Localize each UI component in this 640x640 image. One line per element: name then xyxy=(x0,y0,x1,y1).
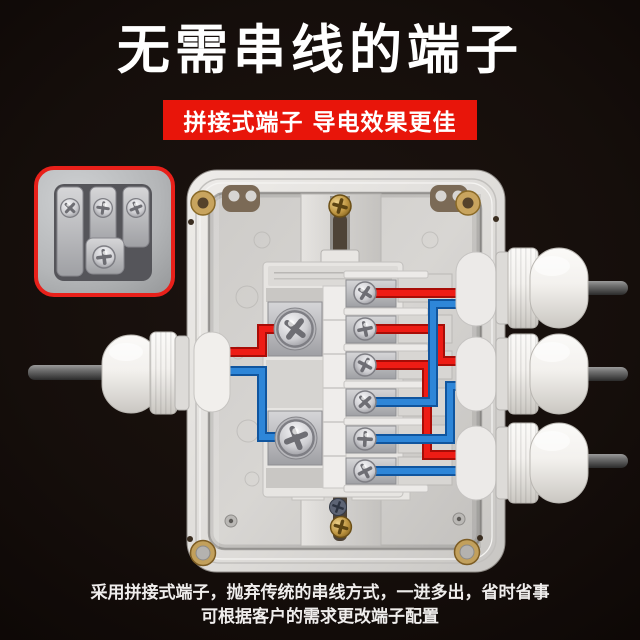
cable-right-3 xyxy=(580,454,628,468)
cable-right-1 xyxy=(580,281,628,295)
corner-screw-top-left xyxy=(188,185,260,225)
cable-gland-right-2 xyxy=(495,333,628,415)
page-title: 无需串线的端子 xyxy=(117,20,523,81)
terminal-screws xyxy=(270,280,382,488)
corner-screw-bottom-left xyxy=(187,536,217,567)
output-screw-3 xyxy=(353,353,377,377)
cable-right-2 xyxy=(580,367,628,381)
caption-line-1: 采用拼接式端子，抛弃传统的串线方式，一进多出，省时省事 xyxy=(90,583,550,603)
caption-line-2: 可根据客户的需求更改端子配置 xyxy=(201,607,439,627)
cable-left xyxy=(28,365,110,380)
subtitle-banner: 拼接式端子 导电效果更佳 xyxy=(163,100,477,140)
caption: 采用拼接式端子，抛弃传统的串线方式，一进多出，省时省事 可根据客户的需求更改端子… xyxy=(0,581,640,629)
rail-screw-bottom xyxy=(329,515,353,539)
corner-screw-top-right xyxy=(430,185,499,222)
cable-gland-right-3 xyxy=(495,422,628,504)
inset-detail-panel xyxy=(34,166,175,297)
cable-gland-left xyxy=(28,331,190,415)
wire-red-out-3 xyxy=(366,362,478,458)
rail-screw-top xyxy=(328,194,352,218)
cable-gland-right-1 xyxy=(495,247,628,329)
inner-gland-seals xyxy=(193,251,497,501)
corner-screw-bottom-right xyxy=(453,535,483,566)
